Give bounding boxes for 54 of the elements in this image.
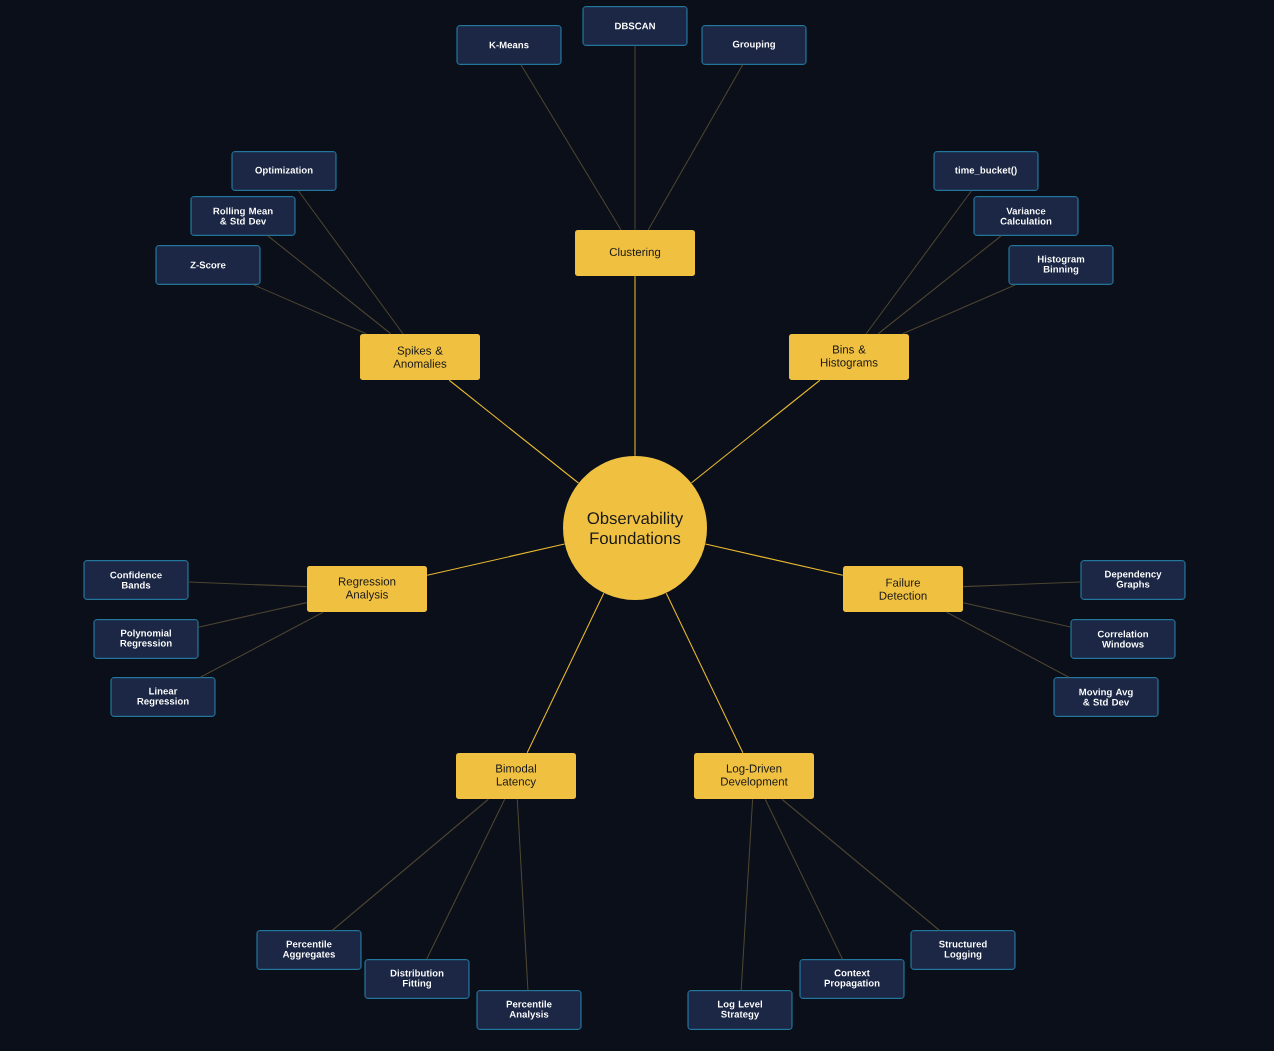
subtopic-box: Histogram Binning	[1008, 245, 1114, 285]
subtopic-box: Rolling Mean & Std Dev	[190, 196, 296, 236]
subtopic-box: Structured Logging	[910, 930, 1016, 970]
connector-line	[877, 235, 1002, 335]
topic-box: Clustering	[575, 230, 695, 276]
connector-line	[962, 602, 1072, 628]
subtopic-box: Optimization	[231, 151, 337, 191]
connector-line	[764, 798, 844, 960]
connector-line	[781, 798, 940, 931]
connector-line	[197, 602, 308, 628]
topic-box: Bins & Histograms	[789, 334, 909, 380]
connector-line	[690, 379, 821, 484]
topic-box: Bimodal Latency	[456, 753, 576, 799]
connector-line	[902, 284, 1017, 335]
connector-line	[526, 592, 605, 754]
subtopic-box: Distribution Fitting	[364, 959, 470, 999]
subtopic-box: Linear Regression	[110, 677, 216, 717]
subtopic-box: time_bucket()	[933, 151, 1039, 191]
connector-line	[704, 543, 844, 576]
topic-box: Log-Driven Development	[694, 753, 814, 799]
connector-line	[267, 235, 392, 335]
subtopic-box: Confidence Bands	[83, 560, 189, 600]
subtopic-box: Percentile Analysis	[476, 990, 582, 1030]
connector-line	[252, 284, 367, 335]
connector-line	[426, 798, 506, 960]
subtopic-box: Variance Calculation	[973, 196, 1079, 236]
subtopic-box: Z-Score	[155, 245, 261, 285]
connector-line	[946, 611, 1070, 678]
subtopic-box: Percentile Aggregates	[256, 930, 362, 970]
subtopic-box: Correlation Windows	[1070, 619, 1176, 659]
connector-line	[199, 611, 324, 678]
connector-line	[448, 379, 579, 484]
connector-line	[426, 543, 566, 576]
connector-line	[516, 798, 529, 991]
subtopic-box: DBSCAN	[582, 6, 688, 46]
connector-line	[634, 275, 636, 457]
subtopic-box: Moving Avg & Std Dev	[1053, 677, 1159, 717]
topic-box: Regression Analysis	[307, 566, 427, 612]
connector-line	[634, 45, 636, 231]
connector-line	[665, 592, 744, 754]
subtopic-box: K-Means	[456, 25, 562, 65]
connector-line	[331, 798, 489, 931]
subtopic-box: Context Propagation	[799, 959, 905, 999]
connector-line	[520, 64, 622, 231]
subtopic-box: Grouping	[701, 25, 807, 65]
connector-line	[187, 581, 308, 588]
topic-box: Spikes & Anomalies	[360, 334, 480, 380]
topic-box: Failure Detection	[843, 566, 963, 612]
connector-line	[962, 581, 1082, 588]
subtopic-box: Polynomial Regression	[93, 619, 199, 659]
connector-line	[740, 798, 754, 991]
subtopic-box: Log Level Strategy	[687, 990, 793, 1030]
subtopic-box: Dependency Graphs	[1080, 560, 1186, 600]
connector-line	[647, 64, 744, 231]
